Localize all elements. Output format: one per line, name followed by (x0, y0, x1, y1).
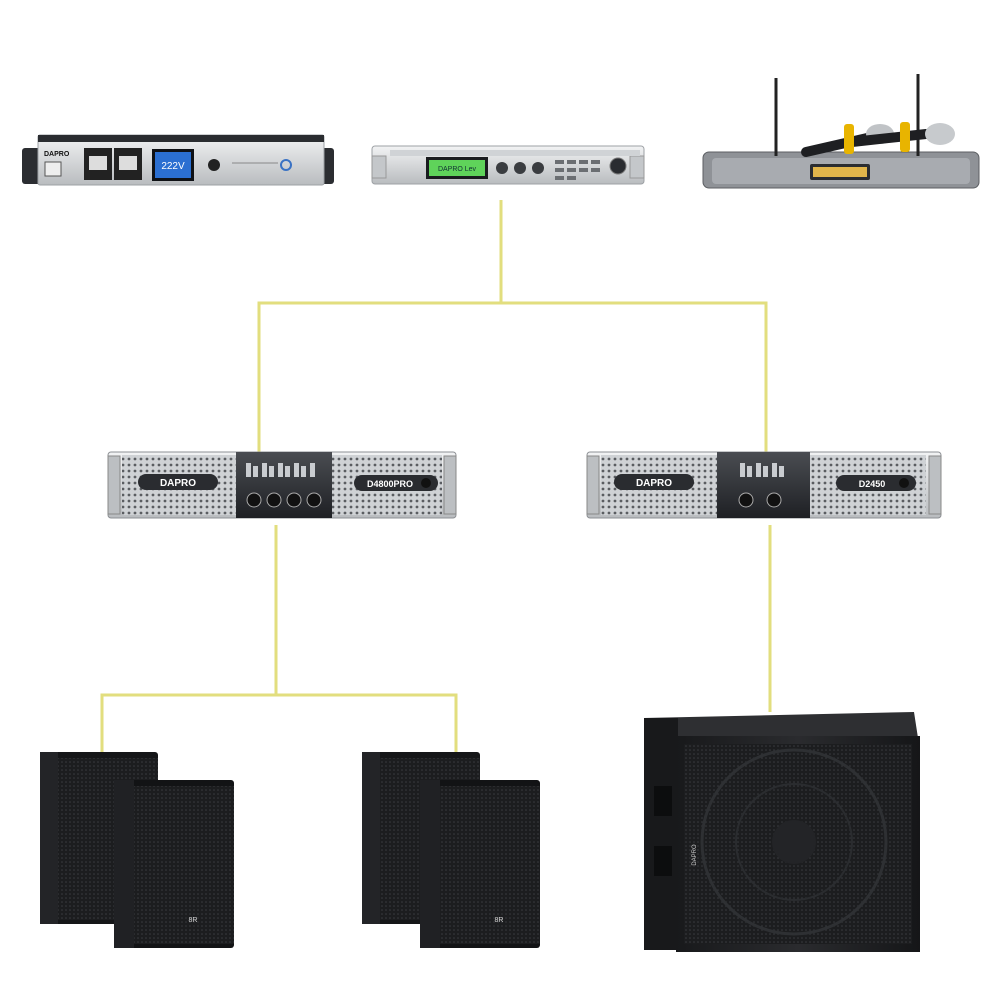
amplifier-right: DAPRO D2450 (586, 451, 942, 519)
power-sequencer-voltage: 222V (161, 161, 185, 172)
cable-amp-left-to-speakers-right (276, 693, 458, 755)
power-sequencer-icon: DAPRO 222V (22, 134, 334, 186)
cable-processor-to-amps (257, 200, 503, 452)
amplifier-left-brand: DAPRO (160, 478, 196, 489)
speaker-pair-left: 8R (40, 752, 234, 948)
subwoofer-brand: DAPRO (692, 844, 698, 866)
wireless-microphone-icon (702, 74, 980, 189)
speaker-badge: 8R (189, 917, 198, 924)
subwoofer-icon: DAPRO (644, 712, 920, 952)
cable-amp-left-to-speakers (100, 525, 278, 755)
processor-lcd-text: DAPRO Lev (438, 166, 477, 173)
audio-processor-icon: DAPRO Lev (371, 145, 645, 185)
cable-processor-to-amp-right (501, 301, 768, 452)
amplifier-right-model: D2450 (859, 479, 886, 489)
speaker-pair-right: 8R (362, 752, 540, 948)
amplifier-right-brand: DAPRO (636, 478, 672, 489)
loudspeaker-icon: 8R (420, 780, 540, 948)
cables (100, 200, 772, 755)
amplifier-left: DAPRO D4800PRO (107, 451, 457, 519)
power-sequencer-brand: DAPRO (44, 151, 70, 158)
speaker-badge: 8R (495, 917, 504, 924)
amplifier-left-model: D4800PRO (367, 479, 413, 489)
loudspeaker-icon: 8R (114, 780, 234, 948)
